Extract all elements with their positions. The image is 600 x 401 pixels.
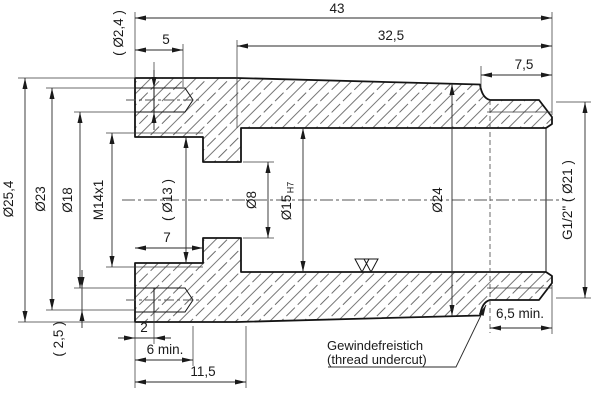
part-section	[134, 77, 553, 333]
dim-thread-depth-min: 6 min.	[147, 342, 184, 357]
dimension-lines	[22, 15, 588, 385]
centerlines	[122, 99, 566, 301]
dim-hole-depth: 5	[162, 32, 170, 47]
dim-thread-length: 7,5	[515, 57, 534, 72]
dim-web-width-ref: ( 2,5 )	[51, 321, 66, 356]
cross-hole-top	[134, 87, 194, 113]
undercut-note-line2: (thread undercut)	[327, 352, 427, 367]
dim-flange-od: Ø25,4	[1, 180, 16, 217]
dim-bore-step-depth: 11,5	[190, 364, 215, 379]
dim-internal-thread: M14x1	[91, 180, 106, 221]
dimension-labels: 43 32,5 7,5 5 ( Ø2,4 ) Ø25,4 Ø23 Ø18 M14…	[1, 1, 575, 379]
part-upper-section	[134, 77, 553, 163]
dim-pipe-thread: G1/2" ( Ø21 )	[560, 160, 575, 240]
dim-hole-circle-inner: Ø18	[60, 187, 75, 213]
dim-body-length: 32,5	[378, 28, 404, 43]
undercut-note-line1: Gewindefreistich	[327, 338, 423, 353]
dim-counterbore-depth: 7	[163, 230, 171, 245]
undercut-leader-line	[328, 304, 487, 368]
undercut-note: Gewindefreistich (thread undercut)	[327, 304, 487, 368]
cross-hole-bottom	[134, 287, 194, 313]
dim-overall-length: 43	[329, 1, 344, 16]
dim-usable-thread-min: 6,5 min.	[496, 306, 544, 321]
part-lower-section	[134, 237, 553, 323]
dim-counterbore-dia: ( Ø13 )	[160, 179, 175, 221]
dim-main-bore: Ø15H7	[279, 182, 296, 221]
dim-entry-depth: 2	[140, 320, 148, 335]
dim-small-bore: Ø8	[244, 191, 259, 209]
dim-hole-dia-ref: ( Ø2,4 )	[111, 10, 126, 56]
surface-finish-icon	[354, 258, 379, 274]
dim-cone-od: Ø24	[430, 187, 445, 213]
dim-hole-circle-outer: Ø23	[33, 186, 48, 212]
